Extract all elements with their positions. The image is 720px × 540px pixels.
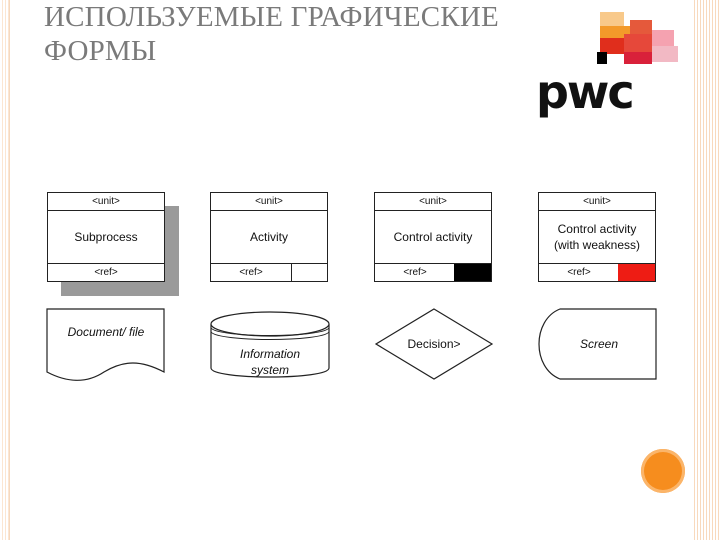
unit-label: <unit> (211, 193, 327, 211)
ref-row: <ref> (375, 263, 491, 281)
ref-label: <ref> (239, 267, 263, 278)
left-border-stripes (0, 0, 10, 540)
subprocess-box: <unit> Subprocess <ref> (47, 192, 165, 282)
activity-label: Activity (249, 230, 288, 244)
right-border-stripes (692, 0, 720, 540)
document-label: Document/ file (67, 325, 145, 339)
document-shape (46, 308, 165, 381)
pwc-logo-mark (597, 12, 678, 64)
database-shape (210, 311, 330, 378)
subprocess-label: Subprocess (74, 230, 138, 244)
screen-shape (538, 308, 657, 380)
control-weakness-line1: Control activity (557, 222, 637, 236)
database-label-line2: system (250, 363, 289, 377)
pwc-logo-text: pwc (536, 65, 635, 119)
control-indicator-black (454, 264, 491, 281)
screen-label: Screen (579, 337, 619, 351)
ref-divider (291, 264, 292, 281)
database-label: Information system (209, 346, 331, 378)
slide-title: ИСПОЛЬЗУЕМЫЕ ГРАФИЧЕСКИЕ ФОРМЫ (44, 1, 499, 67)
control-weakness-line2: (with weakness) (553, 238, 641, 252)
decision-label: Decision> (407, 337, 461, 351)
activity-box: <unit> Activity <ref> (210, 192, 328, 282)
control-weakness-label: Control activity (with weakness) (539, 211, 655, 263)
unit-label: <unit> (539, 193, 655, 211)
ref-label: <ref> (403, 267, 427, 278)
decision-shape (374, 308, 494, 380)
ref-row: <ref> (211, 263, 327, 281)
ref-label: <ref> (48, 263, 164, 281)
control-activity-label: Control activity (393, 230, 473, 244)
ref-row: <ref> (539, 263, 655, 281)
control-weakness-box: <unit> Control activity (with weakness) … (538, 192, 656, 282)
weakness-indicator-red (618, 264, 655, 281)
unit-label: <unit> (375, 193, 491, 211)
control-activity-box: <unit> Control activity <ref> (374, 192, 492, 282)
orange-circle-decoration (641, 449, 685, 493)
database-label-line1: Information (239, 347, 301, 361)
ref-label: <ref> (567, 267, 591, 278)
unit-label: <unit> (48, 193, 164, 211)
